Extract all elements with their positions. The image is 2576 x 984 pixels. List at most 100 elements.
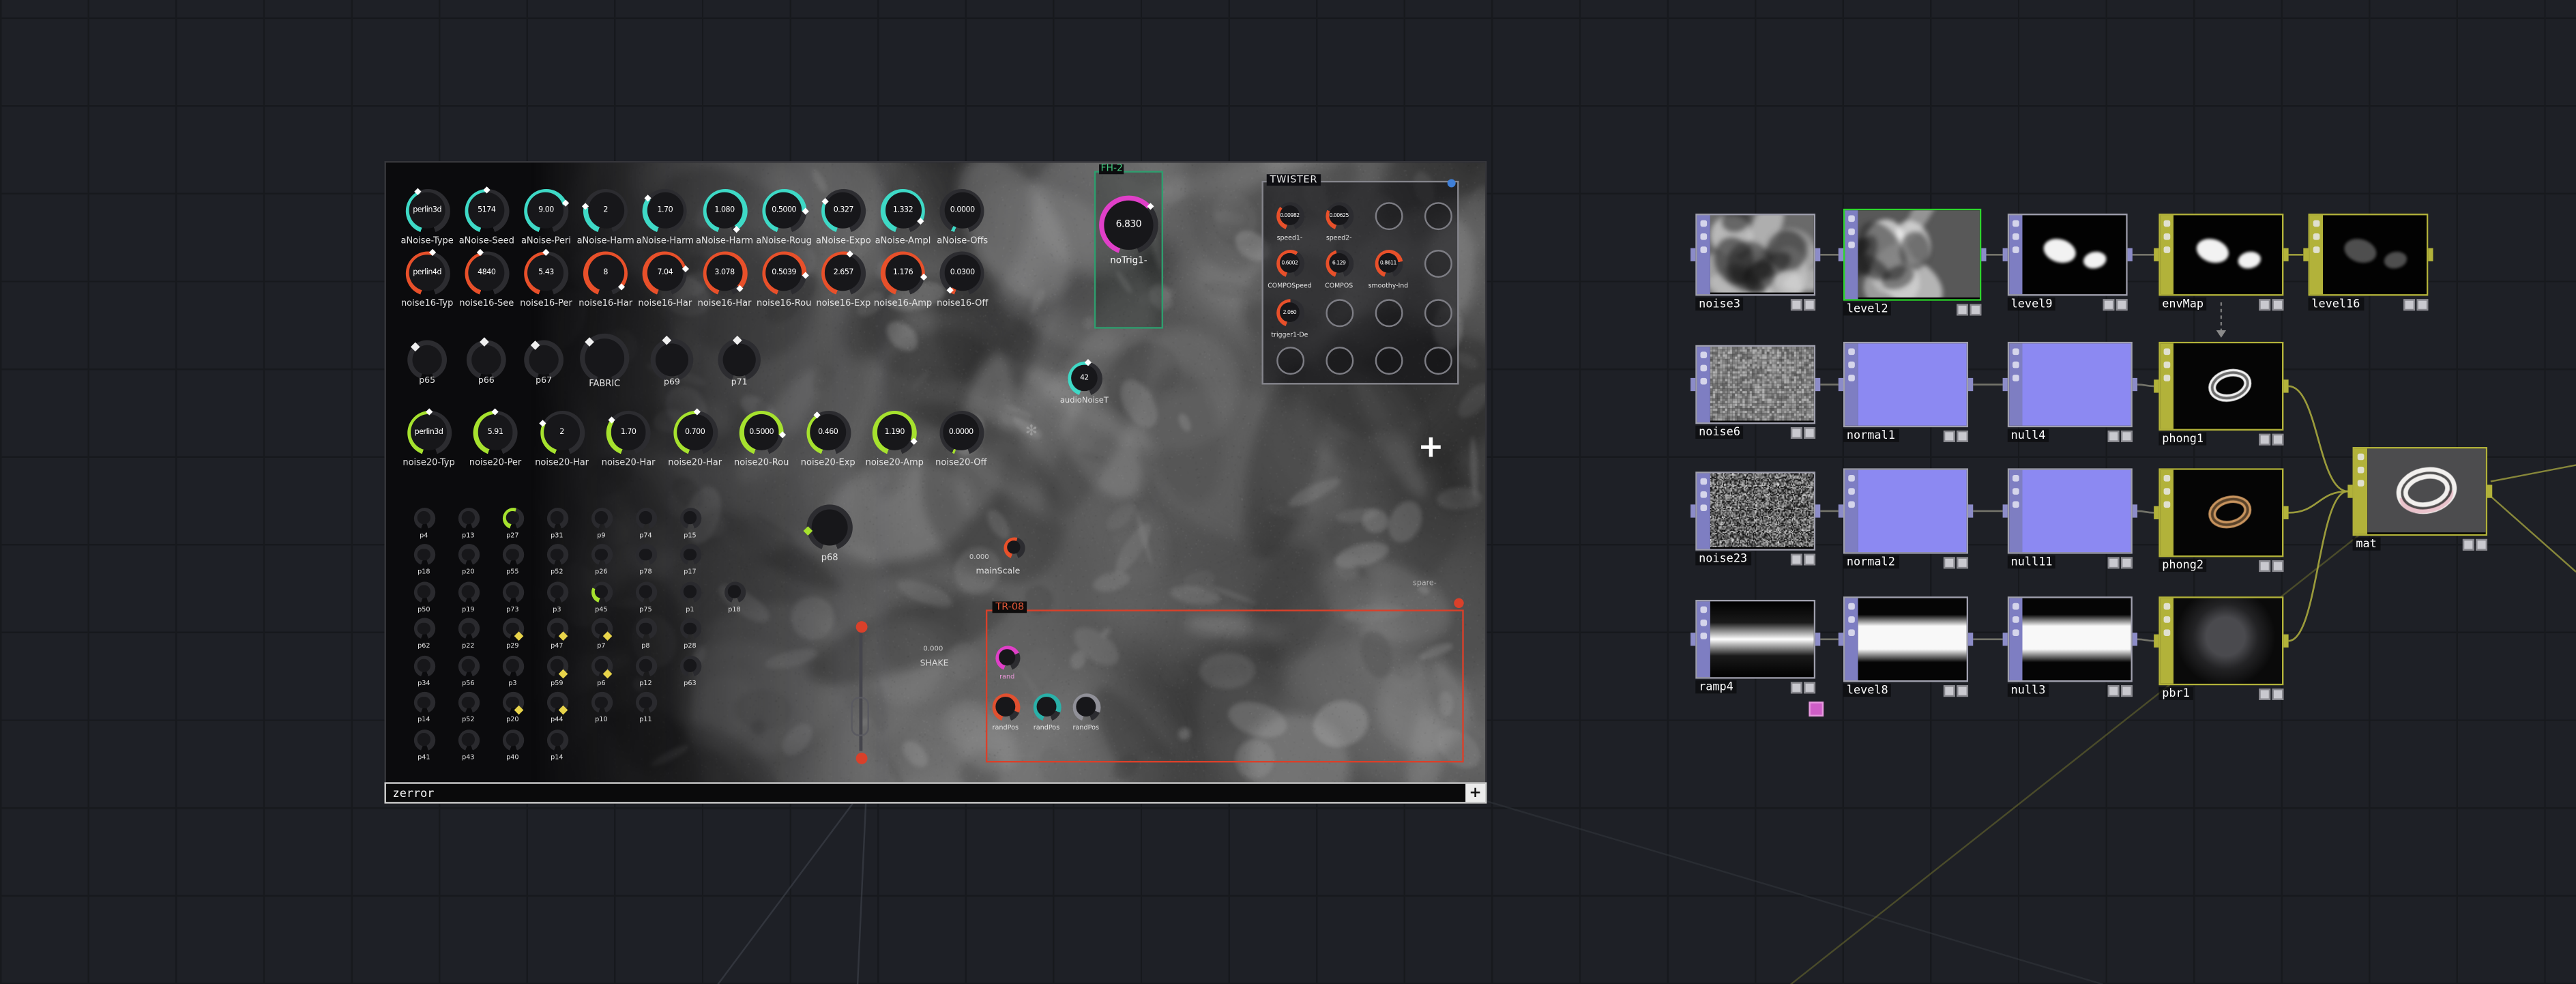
knob-p66[interactable]	[466, 340, 506, 380]
mini-knob-p8[interactable]	[634, 618, 657, 639]
mini-knob-p9[interactable]	[590, 506, 613, 529]
node-expand-chip[interactable]	[2272, 433, 2283, 445]
knob-aNoise-Harm-3[interactable]: 2	[583, 188, 628, 233]
node-output-connector[interactable]	[1815, 248, 1821, 261]
mini-knob-p45[interactable]	[590, 581, 613, 603]
node-input-connector[interactable]	[1838, 377, 1844, 392]
node-input-connector[interactable]	[2002, 248, 2008, 261]
node-flag-icon[interactable]	[2012, 501, 2019, 508]
knob-noise20-Har-2[interactable]: 2	[540, 409, 585, 454]
node-viewer-chip[interactable]	[2103, 299, 2114, 310]
slider-handle-top[interactable]	[855, 620, 867, 632]
node-flag-strip[interactable]	[2009, 215, 2023, 295]
node-expand-chip[interactable]	[2416, 299, 2428, 310]
node-name-label[interactable]: noise3	[1695, 297, 1744, 311]
node-flag-strip[interactable]	[2160, 215, 2174, 295]
node-normal1[interactable]	[1843, 341, 1969, 428]
node-flag-icon[interactable]	[1848, 228, 1855, 235]
node-chips[interactable]	[1957, 304, 1981, 315]
node-flag-icon[interactable]	[2163, 488, 2171, 495]
knob-noise20-Per-1[interactable]: 5.91	[473, 409, 518, 454]
node-name-label[interactable]: phong1	[2158, 432, 2207, 446]
mini-knob-p17[interactable]	[679, 544, 701, 566]
node-flag-strip[interactable]	[2009, 343, 2023, 426]
twister-empty-knob[interactable]	[1325, 298, 1353, 327]
node-flag-icon[interactable]	[1700, 619, 1708, 626]
mini-knob-p63[interactable]	[679, 654, 701, 676]
node-input-connector[interactable]	[2302, 248, 2309, 261]
knob-aNoise-Ampl-8[interactable]: 1.332	[881, 188, 926, 233]
knob-mainScale[interactable]	[1003, 536, 1025, 558]
node-flag-strip[interactable]	[2354, 448, 2368, 534]
node-flag-icon[interactable]	[1848, 488, 1855, 495]
node-output-connector[interactable]	[2427, 248, 2433, 261]
knob-randPos-2[interactable]	[1032, 693, 1061, 721]
node-expand-chip[interactable]	[2476, 538, 2487, 550]
knob-noise16-Per-2[interactable]: 5.43	[523, 250, 568, 295]
knob-randPos-1[interactable]	[991, 693, 1020, 721]
node-flag-icon[interactable]	[1848, 361, 1855, 368]
knob-p68[interactable]	[806, 504, 853, 551]
node-flag-icon[interactable]	[2163, 474, 2171, 482]
node-flag-icon[interactable]	[2012, 474, 2019, 482]
node-output-connector[interactable]	[1980, 248, 1987, 261]
node-flag-icon[interactable]	[2357, 466, 2365, 474]
knob-rand[interactable]	[995, 645, 1020, 670]
node-mat[interactable]	[2352, 447, 2488, 536]
status-add-button[interactable]: +	[1465, 783, 1486, 802]
node-flag-icon[interactable]	[1700, 478, 1708, 485]
knob-noise16-See-1[interactable]: 4840	[464, 250, 509, 295]
node-flag-icon[interactable]	[1848, 242, 1855, 248]
knob-p65[interactable]	[407, 340, 448, 380]
slider-handle-bottom[interactable]	[855, 751, 867, 764]
node-flag-icon[interactable]	[2313, 246, 2320, 253]
mini-knob-p78[interactable]	[634, 544, 657, 566]
twister-knob-speed2-[interactable]: 0.00625	[1325, 201, 1353, 229]
knob-noise20-Rou-5[interactable]: 0.5000	[739, 409, 784, 454]
mini-knob-p28[interactable]	[679, 618, 701, 639]
mini-knob-p18[interactable]	[723, 581, 746, 603]
knob-aNoise-Expo-7[interactable]: 0.327	[821, 188, 866, 233]
mini-knob-p41[interactable]	[413, 729, 435, 751]
mini-knob-p59[interactable]	[546, 654, 568, 676]
knob-noise20-Har-3[interactable]: 1.70	[606, 409, 651, 454]
knob-noise20-Amp-7[interactable]: 1.190	[872, 409, 917, 454]
node-chips[interactable]	[1790, 427, 1815, 438]
node-flag-icon[interactable]	[2163, 220, 2171, 227]
knob-noise20-Off-8[interactable]: 0.0000	[939, 409, 984, 454]
node-flag-strip[interactable]	[1697, 347, 1710, 422]
mini-knob-p73[interactable]	[501, 581, 524, 603]
node-name-label[interactable]: null4	[2007, 429, 2049, 442]
node-input-connector[interactable]	[1690, 248, 1696, 261]
node-expand-chip[interactable]	[1957, 430, 1967, 442]
node-viewer-chip[interactable]	[1790, 427, 1802, 438]
mini-knob-p62[interactable]	[413, 618, 435, 639]
node-output-connector[interactable]	[2131, 377, 2138, 392]
node-viewer-chip[interactable]	[2259, 433, 2270, 445]
node-viewer-chip[interactable]	[1790, 299, 1802, 310]
twister-knob-trigger1-De[interactable]: 2.060	[1275, 298, 1304, 327]
node-flag-icon[interactable]	[1700, 233, 1708, 240]
node-name-label[interactable]: noise6	[1695, 425, 1744, 439]
knob-noise16-Rou-6[interactable]: 0.5039	[761, 250, 806, 295]
node-output-connector[interactable]	[2283, 379, 2289, 393]
node-name-label[interactable]: normal1	[1843, 429, 1899, 442]
node-flag-icon[interactable]	[1848, 348, 1855, 356]
node-name-label[interactable]: noise23	[1695, 552, 1751, 566]
mini-knob-p52[interactable]	[546, 544, 568, 566]
twister-knob-COMPOS[interactable]: 6.129	[1325, 248, 1353, 277]
node-input-connector[interactable]	[2002, 377, 2008, 392]
twister-empty-knob[interactable]	[1374, 201, 1403, 229]
node-viewer-chip[interactable]	[1957, 304, 1967, 315]
twister-empty-knob[interactable]	[1423, 248, 1452, 277]
twister-knob-smoothy-Ind[interactable]: 0.8611	[1374, 248, 1403, 277]
node-expand-chip[interactable]	[2116, 299, 2127, 310]
knob-noise16-Off-9[interactable]: 0.0300	[940, 250, 985, 295]
node-flag-icon[interactable]	[1848, 215, 1855, 222]
knob-aNoise-Harm-5[interactable]: 1.080	[702, 188, 747, 233]
node-level9[interactable]	[2007, 214, 2128, 296]
mini-knob-p75[interactable]	[634, 581, 657, 603]
twister-knob-speed1-[interactable]: 0.00982	[1275, 201, 1304, 229]
mini-knob-p3[interactable]	[501, 654, 524, 676]
knob-aNoise-Harm-4[interactable]: 1.70	[643, 188, 688, 233]
